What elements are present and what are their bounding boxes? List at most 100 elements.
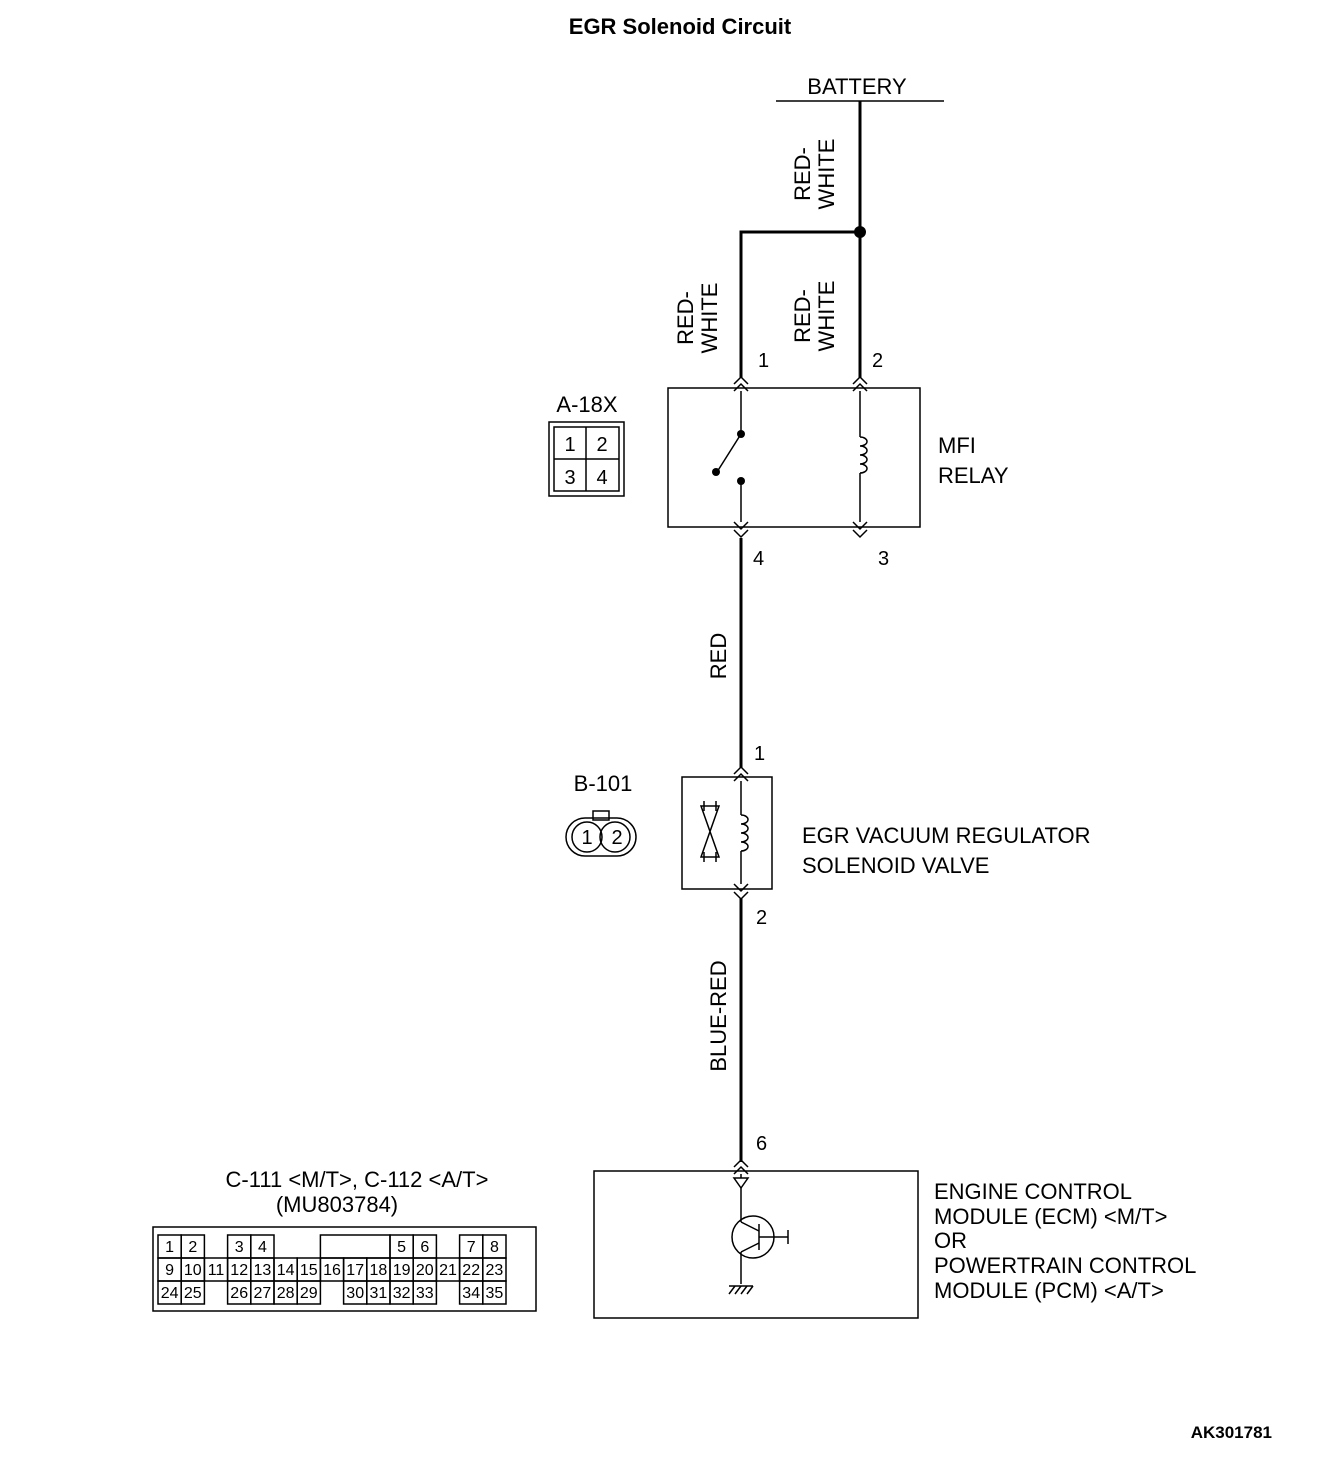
relay-pin-2: 2 — [872, 350, 883, 372]
wire-junction-dot — [854, 226, 866, 238]
mfi-relay-name-line2: RELAY — [938, 463, 1009, 488]
connector-c111-pin-label: 1 — [165, 1239, 174, 1256]
relay-pin-4: 4 — [753, 548, 764, 570]
wire-label-line: RED- — [790, 289, 815, 343]
ecm-input-diode-icon — [732, 1177, 750, 1190]
mfi-relay-box — [667, 387, 921, 528]
wire-label-line: RED- — [673, 291, 698, 345]
connector-b101-cell-1: 1 — [581, 827, 592, 849]
connector-a18x-cell-4: 4 — [596, 467, 607, 489]
connector-c111-pin-label: 25 — [184, 1285, 202, 1302]
connector-c111-pin-label: 3 — [235, 1239, 244, 1256]
egr-valve: 1 2 EGR VACUUM REGULATOR SOLENOID VALVE — [681, 743, 1090, 929]
connector-c111-pin-label: 15 — [300, 1262, 318, 1279]
connector-c111-pin-label: 9 — [165, 1262, 174, 1279]
egr-valve-name-line2: SOLENOID VALVE — [802, 853, 989, 878]
connector-c111-pin-label: 8 — [490, 1239, 499, 1256]
egr-valve-coil-icon — [740, 781, 749, 884]
connector-c111-blank-block — [319, 1234, 391, 1259]
ecm-module: 6 ENGINE CONTROL MODULE (ECM) <M/T> OR P… — [593, 1133, 1196, 1319]
ground-icon — [728, 1285, 754, 1295]
connector-c111-pin-label: 5 — [397, 1239, 406, 1256]
wire-label-relay-pin1: RED-WHITE — [673, 283, 722, 354]
wire-label-line: RED- — [790, 147, 815, 201]
connector-b101-label: B-101 — [574, 771, 633, 796]
connector-b101-cell-2: 2 — [611, 827, 622, 849]
connector-c111-pin-label: 26 — [230, 1285, 248, 1302]
ecm-name-line1: ENGINE CONTROL — [934, 1179, 1132, 1204]
connector-c111-pin-label: 17 — [346, 1262, 364, 1279]
connector-c111-pin-label: 31 — [370, 1285, 388, 1302]
valve-pin-2: 2 — [756, 907, 767, 929]
ecm-name-line4: POWERTRAIN CONTROL — [934, 1253, 1196, 1278]
connector-c111-pin-label: 4 — [258, 1239, 267, 1256]
relay-pin-3: 3 — [878, 548, 889, 570]
connector-c111-pin-label: 30 — [346, 1285, 364, 1302]
connector-c111-pin-label: 12 — [230, 1262, 248, 1279]
connector-c111-pin-label: 19 — [393, 1262, 411, 1279]
connector-a18x-cell-1: 1 — [564, 434, 575, 456]
ecm-name-line2: MODULE (ECM) <M/T> — [934, 1204, 1167, 1229]
wire-label-red: RED — [706, 633, 731, 679]
wire-label-blue-red: BLUE-RED — [706, 960, 731, 1071]
connector-c111-pin-label: 20 — [416, 1262, 434, 1279]
connector-c111-pin-label: 29 — [300, 1285, 318, 1302]
connector-c111-pin-label: 32 — [393, 1285, 411, 1302]
connector-c111-cell — [296, 1280, 322, 1305]
connector-c111-pin-label: 33 — [416, 1285, 434, 1302]
relay-coil-icon — [859, 391, 868, 522]
connector-c111-pin-label: 22 — [462, 1262, 480, 1279]
connector-a18x-label: A-18X — [556, 392, 617, 417]
solenoid-valve-icon — [699, 801, 721, 862]
connector-c111-cell — [482, 1280, 507, 1305]
wire-label-relay-pin2: RED-WHITE — [790, 281, 839, 352]
connector-c111-pin-label: 7 — [467, 1239, 476, 1256]
connector-c111-pin-label: 13 — [254, 1262, 272, 1279]
egr-valve-box — [681, 776, 773, 890]
egr-valve-name-line1: EGR VACUUM REGULATOR — [802, 823, 1090, 848]
connector-c111-cell — [180, 1280, 206, 1305]
mfi-relay-name-line1: MFI — [938, 433, 976, 458]
ecm-box — [593, 1170, 919, 1319]
connector-a18x-cell-2: 2 — [596, 434, 607, 456]
connector-c111-cell — [412, 1280, 438, 1305]
connector-c111-pin-label: 27 — [254, 1285, 272, 1302]
connector-c111-pin-label: 21 — [439, 1262, 457, 1279]
valve-pin-arrows — [733, 765, 749, 901]
wire-label-line: WHITE — [814, 139, 839, 210]
drawing-code: AK301781 — [1191, 1423, 1272, 1442]
connector-c111-pin-label: 18 — [370, 1262, 388, 1279]
valve-pin-1: 1 — [754, 743, 765, 765]
connector-c111-pin-label: 35 — [486, 1285, 504, 1302]
connector-c111-pin-label: 11 — [208, 1262, 225, 1279]
diagram-title: EGR Solenoid Circuit — [569, 14, 792, 39]
ecm-transistor-icon — [731, 1215, 789, 1259]
connector-a18x-cell-3: 3 — [564, 467, 575, 489]
connector-b101: B-101 1 2 — [565, 771, 637, 857]
relay-pin-1: 1 — [758, 350, 769, 372]
connector-c111-pin-label: 28 — [277, 1285, 295, 1302]
connector-c111-label: C-111 <M/T>, C-112 <A/T> — [226, 1167, 489, 1192]
wire-label-line: WHITE — [814, 281, 839, 352]
connector-c111-pin-label: 23 — [486, 1262, 504, 1279]
wire-relay-pin1 — [739, 230, 860, 378]
mfi-relay: 1 2 4 3 MFI RELAY — [667, 350, 1009, 570]
relay-pin-arrows — [733, 375, 868, 539]
connector-c111-pin-label: 6 — [420, 1239, 429, 1256]
wire-label-line: WHITE — [697, 283, 722, 354]
connector-c111-pin-label: 24 — [161, 1285, 179, 1302]
ecm-pin-6: 6 — [756, 1133, 767, 1155]
connector-c111-pin-label: 14 — [277, 1262, 295, 1279]
wire-label-battery-feed: RED-WHITE — [790, 139, 839, 210]
connector-c111-part-number: (MU803784) — [276, 1192, 398, 1217]
connector-a18x: A-18X 1 2 3 4 — [548, 392, 625, 497]
connector-c111-pin-label: 34 — [462, 1285, 480, 1302]
battery-label: BATTERY — [807, 74, 907, 99]
ecm-name-line3: OR — [934, 1228, 967, 1253]
connector-c111-pin-label: 2 — [188, 1239, 197, 1256]
ecm-name-line5: MODULE (PCM) <A/T> — [934, 1278, 1164, 1303]
relay-switch-contact — [712, 391, 745, 522]
